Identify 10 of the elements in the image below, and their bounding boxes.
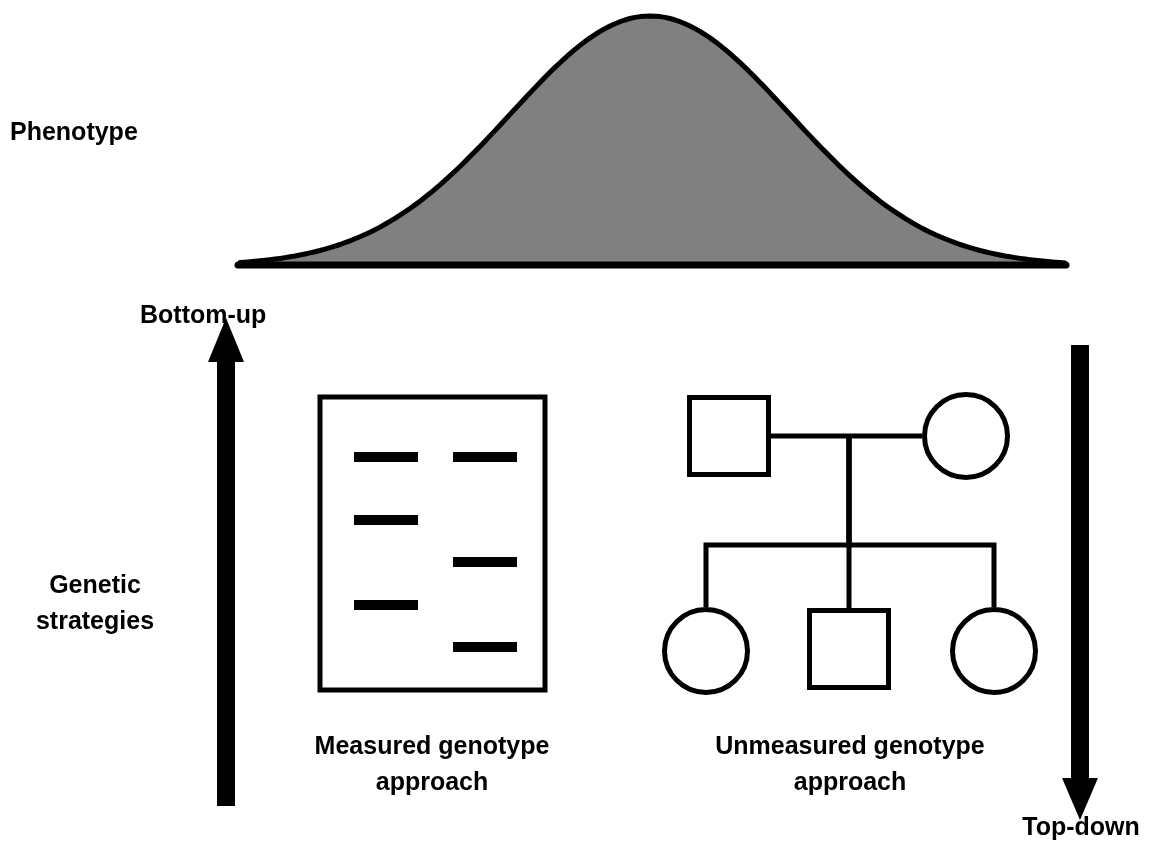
pedigree-line [846,436,997,607]
label-text: Measured genotype approach [313,730,551,797]
male-square [807,608,891,690]
pedigree-line [771,433,922,439]
male-square [687,395,771,477]
label-text: Genetic strategies [34,569,156,636]
label-text: Phenotype [10,116,139,147]
label-text: Bottom-up [140,299,268,330]
label-text: Unmeasured genotype approach [714,730,986,797]
label-text: Top-down [1021,811,1141,842]
